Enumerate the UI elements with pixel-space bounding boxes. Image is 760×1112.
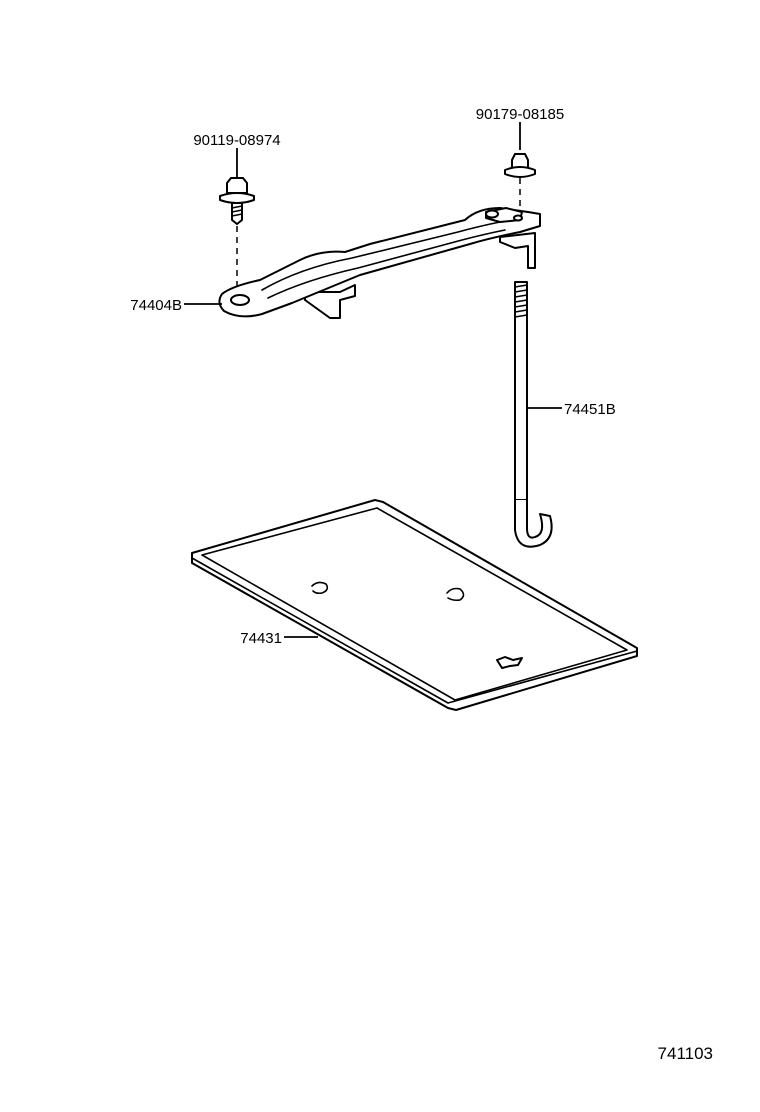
- rod-part-number: 74451B: [564, 401, 616, 418]
- nut-drawing: [504, 122, 536, 215]
- bolt-part-number: 90119-08974: [193, 132, 280, 149]
- clamp-drawing: [184, 207, 541, 319]
- nut-part-number: 90179-08185: [476, 106, 564, 123]
- rod-drawing: [514, 281, 562, 548]
- tray-part-number: 74431: [240, 630, 282, 647]
- clamp-part-number: 74404B: [130, 297, 182, 314]
- tray-drawing: [191, 499, 638, 711]
- figure-number: 741103: [658, 1044, 713, 1063]
- bolt-drawing: [219, 148, 255, 292]
